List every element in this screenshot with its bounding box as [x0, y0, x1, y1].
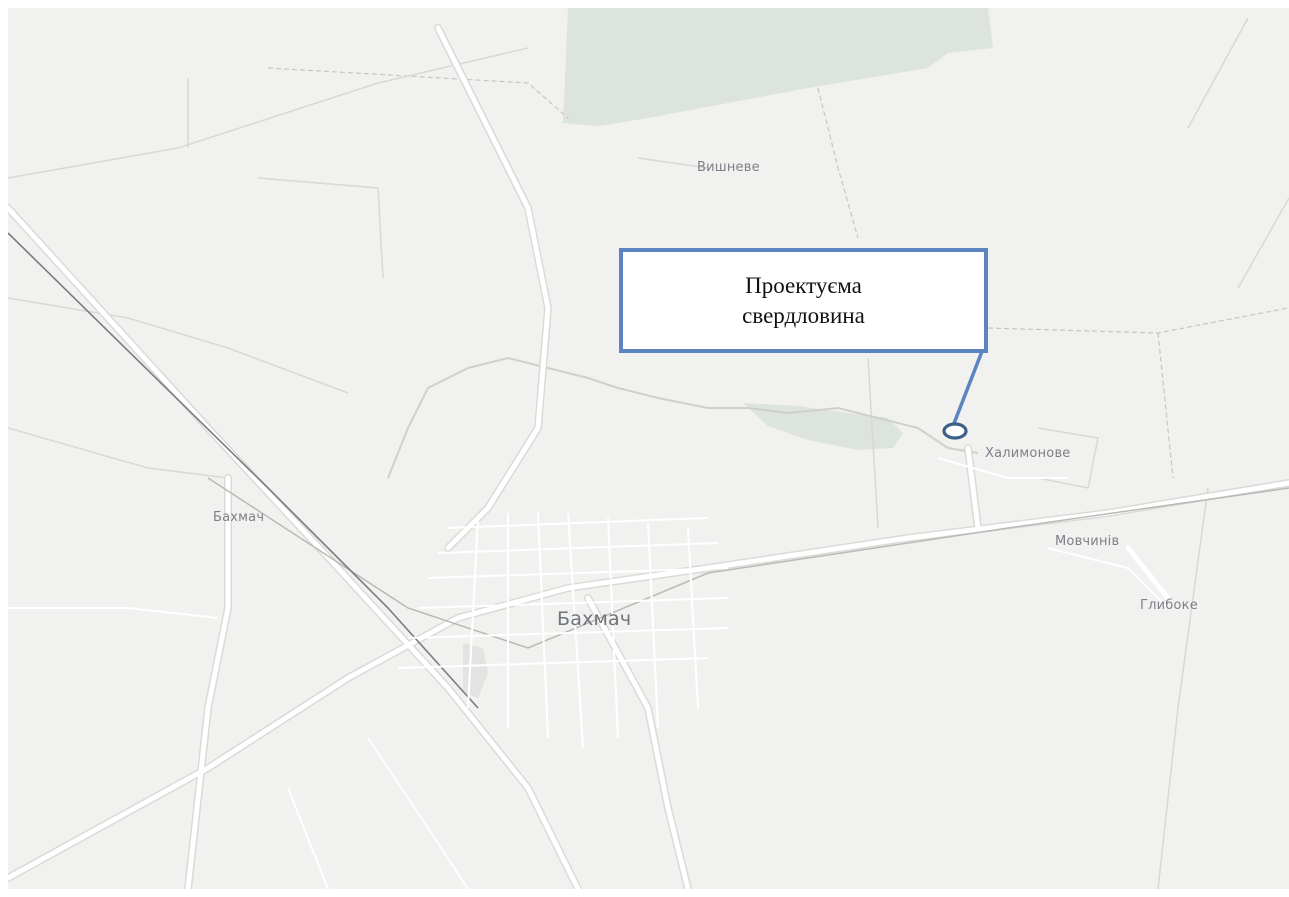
place-label-khalymonove: Халимонове	[985, 446, 1071, 461]
place-label-bakhmach-town: Бахмач	[557, 608, 632, 630]
map-base-layer	[8, 8, 1289, 889]
map-canvas[interactable]: Вишневе Халимонове Мовчинів Глибоке Бахм…	[8, 8, 1289, 889]
place-label-vyshneve: Вишневе	[697, 160, 760, 175]
callout-line-2: свердловина	[742, 302, 865, 328]
callout-line-1: Проектуєма	[745, 272, 862, 298]
place-label-movchyniv: Мовчинів	[1055, 534, 1120, 549]
place-label-hlyboke: Глибоке	[1140, 598, 1198, 613]
callout-box: Проектуєма свердловина	[619, 248, 988, 353]
place-label-bakhmach-station: Бахмач	[213, 510, 265, 525]
